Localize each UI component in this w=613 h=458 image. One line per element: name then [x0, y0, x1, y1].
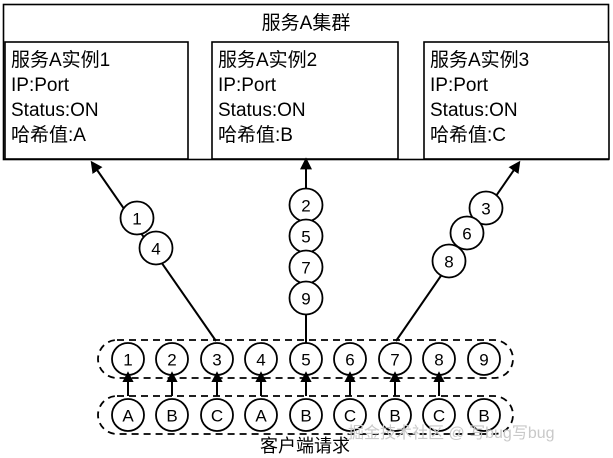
route-node-circle [431, 243, 467, 279]
route-node-circle [119, 200, 155, 236]
hash-node-circle [333, 398, 367, 432]
route-node-label: 6 [462, 225, 471, 244]
hash-node-circle [244, 398, 278, 432]
instance-1-ip: IP:Port [11, 75, 70, 96]
route-node-label: 1 [132, 210, 141, 229]
hash-node-5: C [333, 398, 367, 432]
hash-node-circle [422, 398, 456, 432]
instance-2-status: Status:ON [218, 100, 306, 121]
instance-2-name: 服务A实例2 [218, 49, 317, 71]
request-node-label: 3 [212, 351, 221, 370]
instance-box-3 [423, 41, 610, 160]
route-node-circle [468, 190, 504, 226]
hash-node-4: B [289, 398, 323, 432]
request-node-label: 8 [434, 351, 443, 370]
hash-node-2: C [200, 398, 234, 432]
request-node-label: 5 [301, 351, 310, 370]
route-node-circle [138, 230, 174, 266]
instance-3-hash: 哈希值:C [430, 124, 506, 146]
hash-node-label: A [122, 407, 134, 426]
request-node-2: 3 [200, 342, 234, 376]
instance-1-status: Status:ON [11, 100, 99, 121]
request-node-5: 6 [333, 342, 367, 376]
route-node-to-instance-2-0: 2 [288, 187, 324, 223]
request-node-4: 5 [289, 342, 323, 376]
hash-node-circle [289, 398, 323, 432]
route-node-circle [288, 280, 324, 316]
route-node-label: 8 [444, 253, 453, 272]
hash-row-container [97, 395, 514, 435]
instance-2-ip: IP:Port [218, 75, 277, 96]
instance-1-hash: 哈希值:A [11, 124, 86, 146]
hash-node-circle [155, 398, 189, 432]
route-node-label: 5 [301, 228, 310, 247]
request-node-label: 4 [256, 351, 265, 370]
request-node-1: 2 [155, 342, 189, 376]
route-node-to-instance-3-0: 3 [468, 190, 504, 226]
hash-node-circle [200, 398, 234, 432]
route-node-label: 3 [481, 200, 490, 219]
route-node-to-instance-1-1: 4 [138, 230, 174, 266]
hash-node-label: B [166, 407, 177, 426]
instance-2-hash: 哈希值:B [218, 124, 293, 146]
hash-node-0: A [111, 398, 145, 432]
hash-node-label: C [433, 407, 445, 426]
hash-node-1: B [155, 398, 189, 432]
route-node-to-instance-3-1: 6 [449, 215, 485, 251]
request-node-6: 7 [378, 342, 412, 376]
instance-3-ip: IP:Port [430, 75, 489, 96]
instance-3-status: Status:ON [430, 100, 518, 121]
request-node-8: 9 [467, 342, 501, 376]
request-node-3: 4 [244, 342, 278, 376]
route-node-to-instance-1-0: 1 [119, 200, 155, 236]
hash-node-circle [378, 398, 412, 432]
client-request-caption: 客户端请求 [260, 436, 350, 456]
request-node-label: 7 [390, 351, 399, 370]
route-node-to-instance-2-3: 9 [288, 280, 324, 316]
instance-1-name: 服务A实例1 [11, 49, 110, 71]
hash-node-3: A [244, 398, 278, 432]
route-node-to-instance-2-1: 5 [288, 218, 324, 254]
route-node-label: 9 [301, 290, 310, 309]
route-node-label: 4 [151, 240, 160, 259]
hash-node-label: C [211, 407, 223, 426]
instance-3-name: 服务A实例3 [430, 49, 529, 71]
route-node-label: 7 [301, 259, 310, 278]
cluster-title: 服务A集群 [262, 12, 351, 34]
hash-node-label: B [478, 407, 489, 426]
hash-node-circle [111, 398, 145, 432]
request-node-label: 9 [479, 351, 488, 370]
route-node-circle [449, 215, 485, 251]
hash-node-7: C [422, 398, 456, 432]
hash-node-8: B [467, 398, 501, 432]
hash-node-label: C [344, 407, 356, 426]
request-node-label: 6 [345, 351, 354, 370]
request-node-label: 2 [167, 351, 176, 370]
request-node-0: 1 [111, 342, 145, 376]
route-node-label: 2 [301, 197, 310, 216]
route-node-to-instance-3-2: 8 [431, 243, 467, 279]
hash-node-label: B [300, 407, 311, 426]
hash-node-6: B [378, 398, 412, 432]
hash-node-label: B [389, 407, 400, 426]
watermark: 掘金技术社区 @ 写bug写bug [348, 424, 555, 442]
hash-node-circle [467, 398, 501, 432]
hash-node-label: A [255, 407, 267, 426]
request-node-circle [467, 342, 501, 376]
instance-box-1 [4, 41, 189, 160]
route-node-to-instance-2-2: 7 [288, 249, 324, 285]
request-node-7: 8 [422, 342, 456, 376]
request-node-label: 1 [123, 351, 132, 370]
instance-box-2 [211, 41, 399, 160]
